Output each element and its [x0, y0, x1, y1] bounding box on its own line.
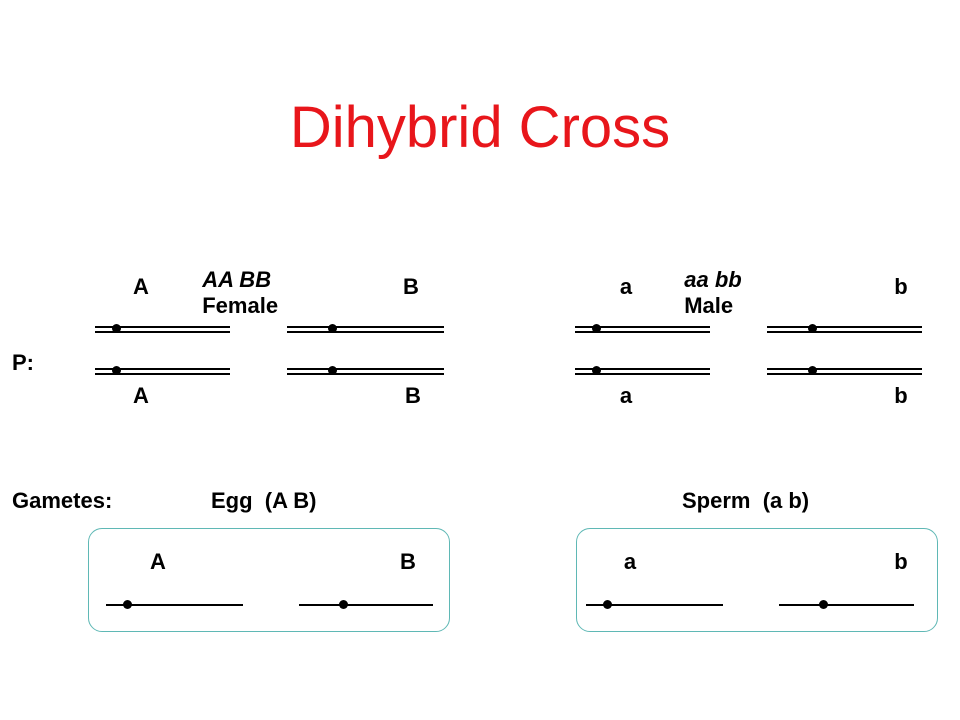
centromere-dot — [339, 600, 348, 609]
male-heading: aa bb Male — [672, 241, 742, 319]
chromatid-line — [95, 373, 230, 375]
egg-allele-2: B — [400, 549, 416, 574]
centromere-dot — [603, 600, 612, 609]
chromatid-line — [106, 604, 243, 606]
male-bottom-allele-2: b — [894, 383, 908, 408]
centromere-dot — [592, 366, 601, 375]
centromere-dot — [112, 324, 121, 333]
centromere-dot — [328, 324, 337, 333]
centromere-dot — [808, 366, 817, 375]
sperm-label: Sperm (a b) — [682, 488, 810, 513]
male-chromosome-a-top — [575, 324, 710, 338]
male-chromosome-a-bottom — [575, 366, 710, 380]
centromere-dot — [328, 366, 337, 375]
egg-allele-1: A — [150, 549, 166, 574]
female-chromosome-b-top — [287, 324, 444, 338]
female-heading: AA BB Female — [190, 241, 278, 319]
male-top-allele-1: a — [619, 274, 633, 299]
sperm-chromosome-b — [779, 599, 914, 611]
sperm-chromosome-a — [586, 599, 723, 611]
egg-label: Egg (A B) — [211, 488, 317, 513]
female-chromosome-a-bottom — [95, 366, 230, 380]
chromatid-line — [767, 373, 922, 375]
chromatid-line — [95, 326, 230, 328]
male-genotype: aa bb — [684, 267, 742, 292]
generation-label: P: — [12, 350, 34, 375]
chromatid-line — [586, 604, 723, 606]
female-chromosome-a-top — [95, 324, 230, 338]
chromatid-line — [575, 326, 710, 328]
chromatid-line — [287, 326, 444, 328]
male-top-allele-2: b — [894, 274, 908, 299]
chromatid-line — [95, 331, 230, 333]
centromere-dot — [592, 324, 601, 333]
centromere-dot — [819, 600, 828, 609]
centromere-dot — [123, 600, 132, 609]
chromatid-line — [287, 373, 444, 375]
chromatid-line — [299, 604, 433, 606]
chromatid-line — [767, 326, 922, 328]
chromatid-line — [767, 368, 922, 370]
female-bottom-allele-2: B — [405, 383, 421, 408]
chromatid-line — [575, 368, 710, 370]
sperm-allele-1: a — [623, 549, 637, 574]
male-chromosome-b-bottom — [767, 366, 922, 380]
centromere-dot — [808, 324, 817, 333]
female-sex-label: Female — [202, 293, 279, 318]
egg-gamete-box — [88, 528, 450, 632]
chromatid-line — [287, 368, 444, 370]
page-title: Dihybrid Cross — [289, 95, 671, 160]
chromatid-line — [287, 331, 444, 333]
egg-chromosome-b — [299, 599, 433, 611]
male-sex-label: Male — [684, 293, 734, 318]
gametes-label: Gametes: — [12, 488, 113, 513]
female-bottom-allele-1: A — [133, 383, 149, 408]
male-chromosome-b-top — [767, 324, 922, 338]
chromatid-line — [575, 331, 710, 333]
female-top-allele-2: B — [403, 274, 419, 299]
centromere-dot — [112, 366, 121, 375]
chromatid-line — [575, 373, 710, 375]
chromatid-line — [95, 368, 230, 370]
female-chromosome-b-bottom — [287, 366, 444, 380]
sperm-gamete-box — [576, 528, 938, 632]
male-bottom-allele-1: a — [619, 383, 633, 408]
chromatid-line — [779, 604, 914, 606]
egg-chromosome-a — [106, 599, 243, 611]
female-genotype: AA BB — [202, 267, 272, 292]
sperm-allele-2: b — [894, 549, 908, 574]
female-top-allele-1: A — [133, 274, 149, 299]
chromatid-line — [767, 331, 922, 333]
